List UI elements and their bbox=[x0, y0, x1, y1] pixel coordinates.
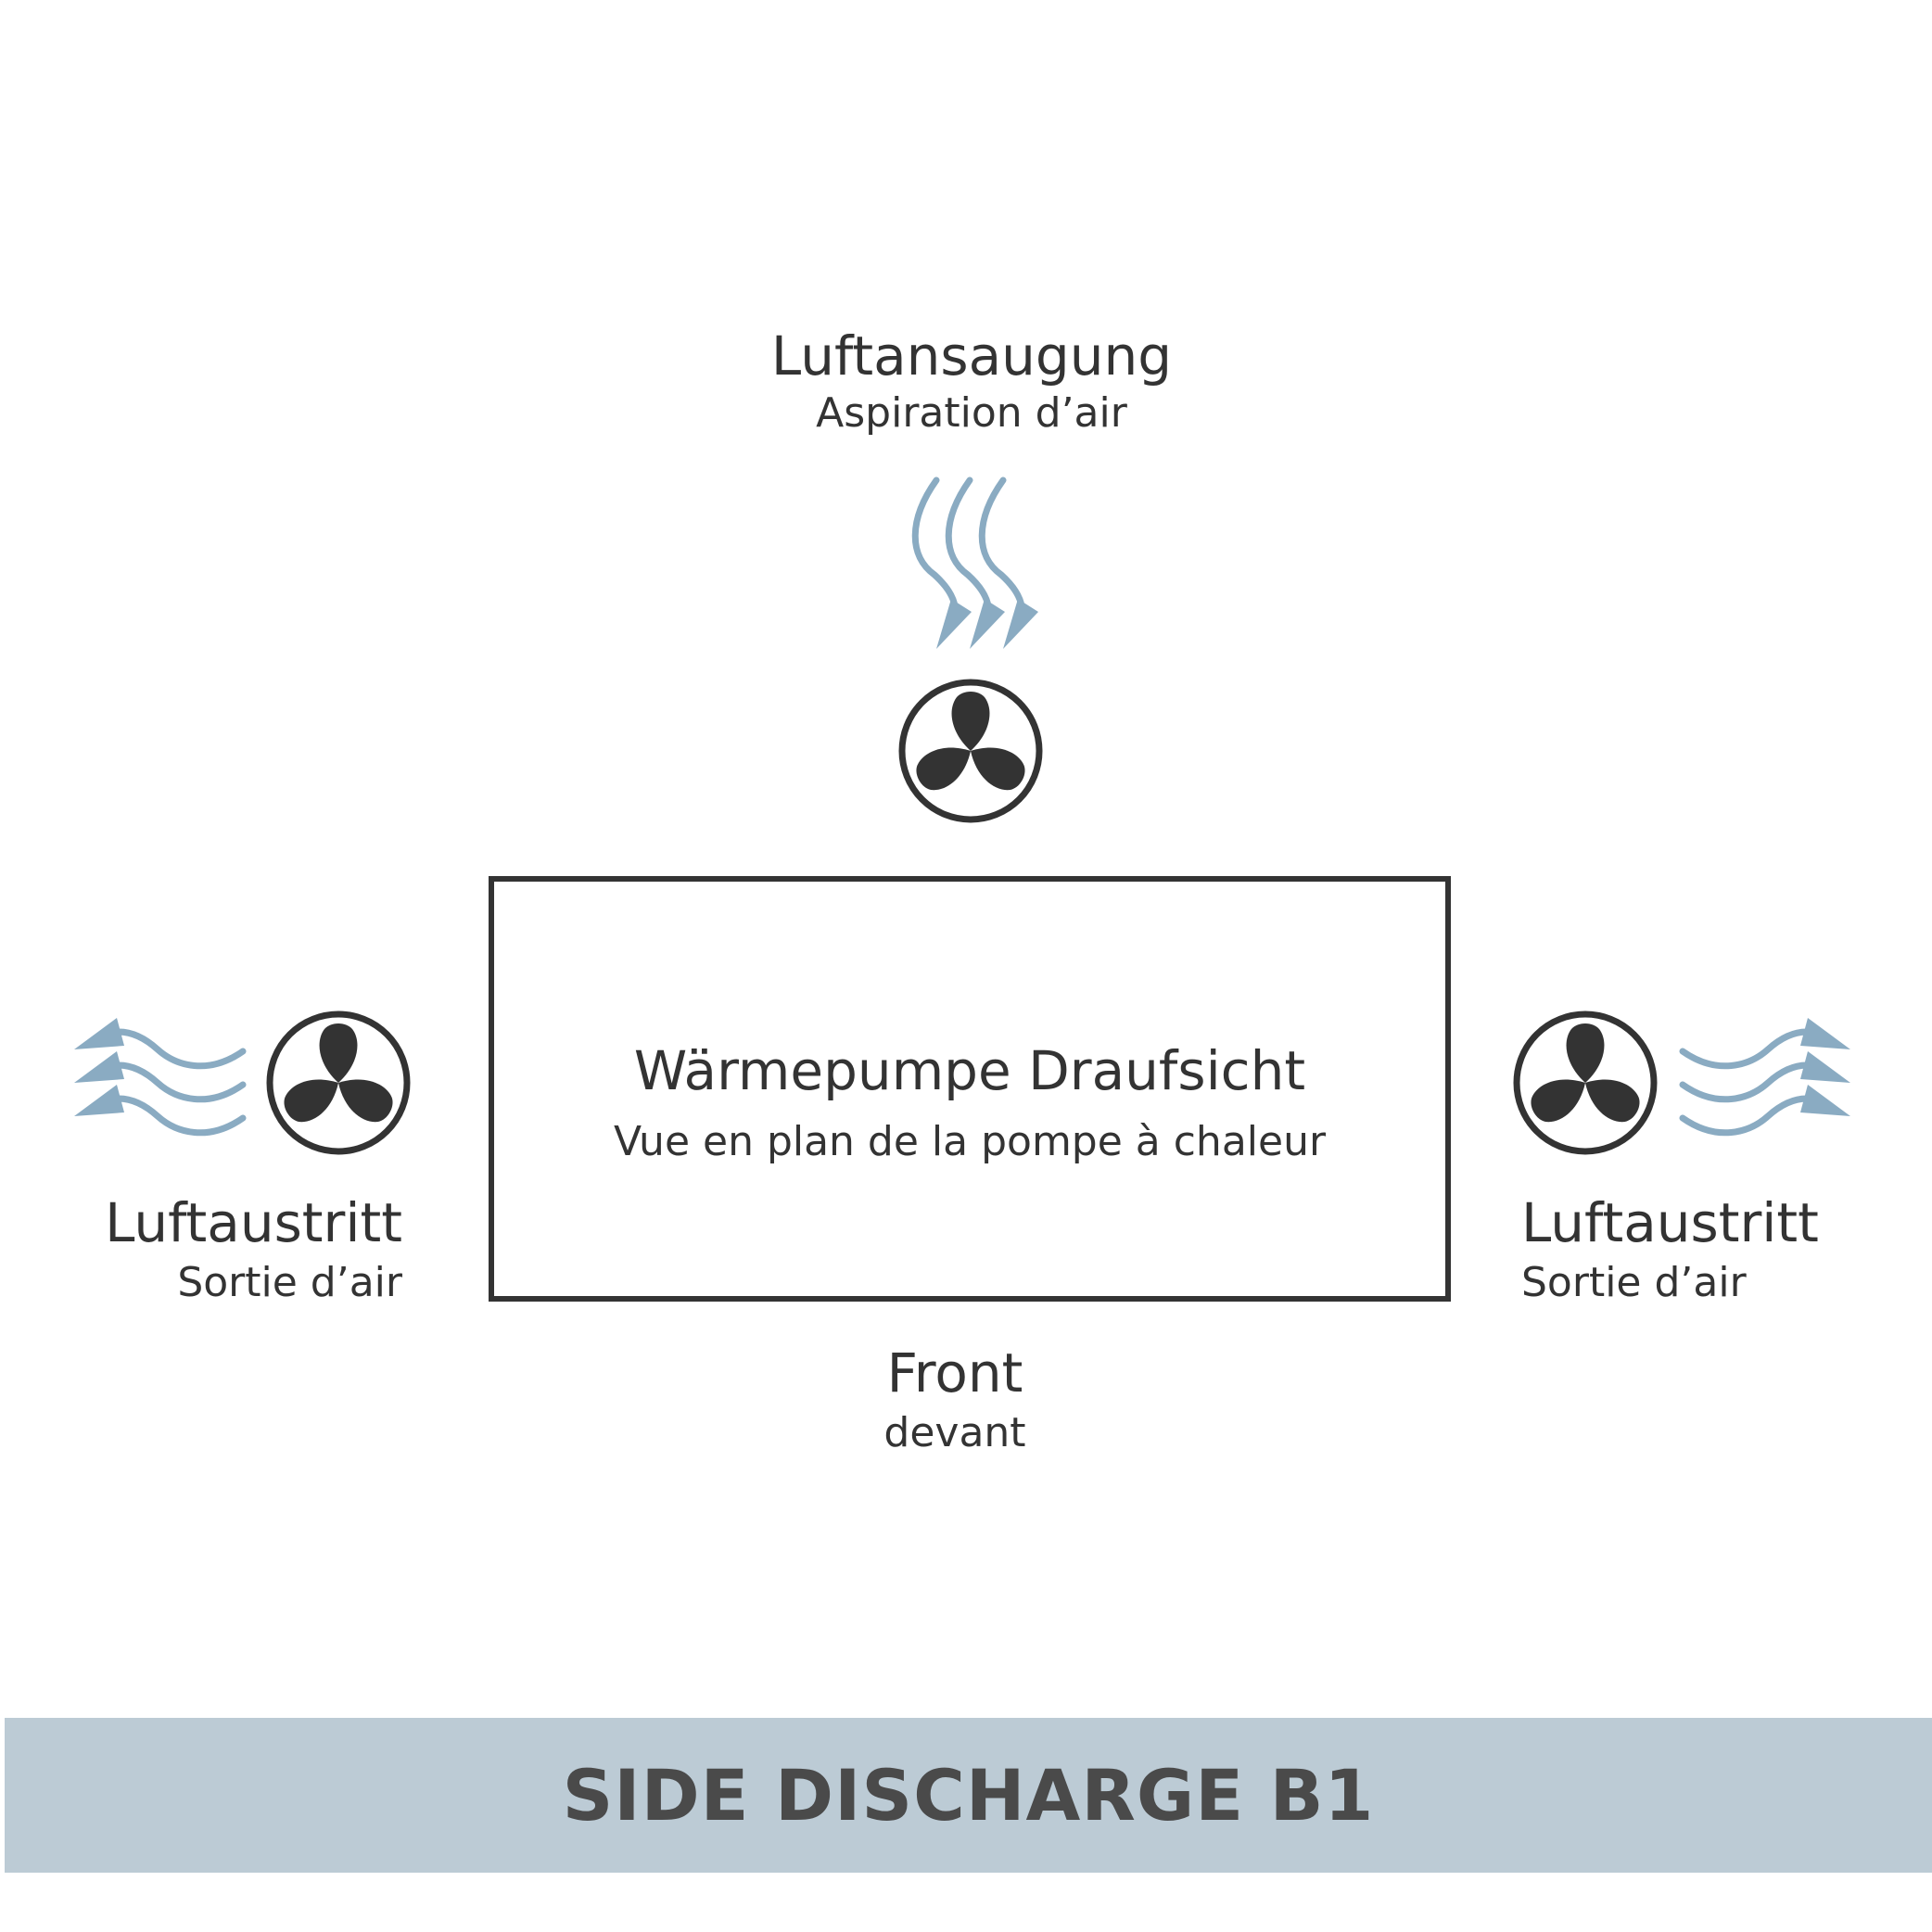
airflow-right-stroke-1 bbox=[1679, 1028, 1823, 1070]
intake-title: Luftansaugung bbox=[770, 324, 1173, 388]
right-outlet-subtitle: Sortie d’air bbox=[1521, 1259, 1747, 1306]
fan-blade bbox=[1566, 1023, 1605, 1083]
fan-blade bbox=[951, 692, 990, 751]
fan-blades bbox=[916, 692, 1025, 791]
airflow-right-stroke-2 bbox=[1679, 1061, 1823, 1103]
arrow-head-left-1 bbox=[74, 1018, 124, 1049]
fan-blades bbox=[284, 1023, 393, 1123]
front-title: Front bbox=[886, 1341, 1023, 1405]
arrow-head-left-2 bbox=[74, 1051, 124, 1083]
heat-pump-outline bbox=[489, 876, 1451, 1302]
fan-blade bbox=[1531, 1079, 1585, 1123]
banner-label: SIDE DISCHARGE B1 bbox=[562, 1754, 1375, 1837]
front-subtitle: devant bbox=[883, 1409, 1026, 1456]
fan-blade bbox=[338, 1079, 393, 1123]
arrow-head-right-2 bbox=[1800, 1051, 1850, 1083]
airflow-right-heads bbox=[1800, 1018, 1850, 1116]
fan-blade bbox=[284, 1079, 338, 1123]
airflow-down-heads bbox=[936, 599, 1038, 649]
fan-icon bbox=[1513, 1010, 1658, 1155]
airflow-left-heads bbox=[74, 1018, 124, 1116]
arrow-head-right-1 bbox=[1800, 1018, 1850, 1049]
airflow-left-stroke-2 bbox=[103, 1061, 247, 1103]
fan-blade bbox=[319, 1023, 358, 1083]
fan-blade bbox=[971, 747, 1025, 791]
pump-subtitle: Vue en plan de la pompe à chaleur bbox=[613, 1118, 1327, 1165]
fan-blade bbox=[916, 747, 971, 791]
airflow-right-stroke-3 bbox=[1679, 1095, 1823, 1137]
configuration-banner: SIDE DISCHARGE B1 bbox=[5, 1718, 1932, 1873]
arrow-head-right-3 bbox=[1800, 1085, 1850, 1116]
fan-blades bbox=[1531, 1023, 1640, 1123]
airflow-left-stroke-3 bbox=[103, 1095, 247, 1137]
fan-blade bbox=[1585, 1079, 1640, 1123]
arrow-head-down-2 bbox=[970, 599, 1005, 649]
airflow-right-strokes bbox=[1679, 1028, 1823, 1137]
left-outlet-title: Luftaustritt bbox=[105, 1191, 402, 1254]
right-outlet-title: Luftaustritt bbox=[1521, 1191, 1819, 1254]
arrow-head-down-3 bbox=[1003, 599, 1038, 649]
arrow-head-down-1 bbox=[936, 599, 972, 649]
airflow-left-stroke-1 bbox=[103, 1028, 247, 1070]
intake-subtitle: Aspiration d’air bbox=[816, 389, 1127, 437]
left-outlet-subtitle: Sortie d’air bbox=[177, 1259, 402, 1306]
fan-icon bbox=[898, 679, 1043, 823]
pump-title: Wärmepumpe Draufsicht bbox=[633, 1039, 1306, 1102]
arrow-head-left-3 bbox=[74, 1085, 124, 1116]
fan-icon bbox=[266, 1010, 411, 1155]
airflow-left-strokes bbox=[103, 1028, 247, 1137]
